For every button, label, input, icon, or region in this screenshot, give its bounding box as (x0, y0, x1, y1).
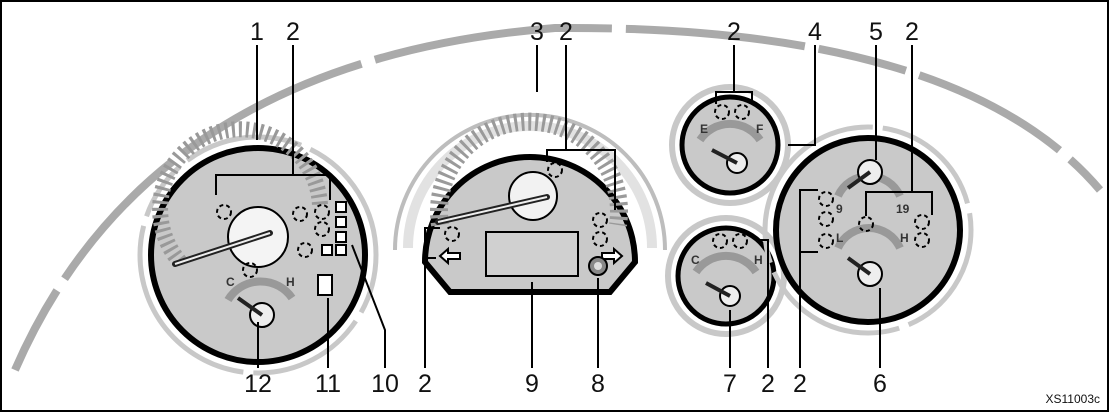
temp-gauge-hot-mark: H (286, 275, 295, 289)
leader-line-2d (865, 45, 913, 216)
leader-line-2a (215, 45, 294, 195)
fuel-gauge-scale (696, 119, 764, 143)
warning-light-marker (734, 104, 750, 120)
warning-light-marker (712, 233, 728, 249)
tachometer-cluster: C H (137, 121, 379, 376)
indicator-square (335, 231, 347, 243)
leader-line-4 (788, 45, 816, 146)
warning-light-marker (914, 214, 930, 230)
coolant-gauge-outer-trim (665, 215, 787, 337)
oil-gauge-scale (834, 224, 904, 250)
callout-label: 2 (905, 18, 919, 46)
voltmeter-needle (846, 170, 872, 190)
warning-light-marker (216, 204, 232, 220)
callout-label: 12 (244, 370, 272, 398)
leader-line-2b (546, 45, 567, 162)
leader-line-2f (756, 239, 769, 368)
indicator-square (335, 244, 347, 256)
warning-light-marker (714, 104, 730, 120)
warning-light-marker (818, 191, 834, 207)
temp-gauge-cold-mark: C (226, 275, 235, 289)
dashboard-arc (11, 23, 1104, 372)
fuel-gauge-needle (711, 148, 738, 165)
leader-line-2b-branch (566, 149, 616, 210)
turn-signal-right-icon (601, 246, 624, 266)
speedometer-hub (508, 171, 558, 221)
coolant-gauge-hot-mark: H (754, 253, 763, 267)
leader-line-2a-branch (293, 174, 331, 200)
warning-light-marker (297, 242, 313, 258)
leader-line-2d-branch (912, 191, 933, 215)
warning-light-marker (732, 233, 748, 249)
warning-light-marker (444, 226, 460, 242)
tachometer-needle-highlight (174, 232, 271, 265)
warning-light-marker (592, 231, 608, 247)
warning-light-marker (592, 212, 608, 228)
speedometer-needle-highlight (437, 196, 548, 223)
voltmeter-high-mark: 19 (896, 202, 910, 216)
voltmeter-low-mark: 9 (836, 202, 843, 216)
warning-light-marker (818, 211, 834, 227)
oil-gauge-high-mark: H (900, 231, 909, 245)
callout-label: 8 (591, 370, 605, 398)
warning-light-marker (292, 206, 308, 222)
coolant-gauge-cold-mark: C (691, 253, 700, 267)
indicator-square (335, 216, 347, 228)
callout-label: 7 (723, 370, 737, 398)
callout-label: 6 (873, 370, 887, 398)
speedometer-scale (430, 112, 628, 227)
temp-gauge-needle (236, 296, 264, 317)
fuel-gauge-full-mark: F (756, 122, 763, 136)
leader-line-2c (715, 45, 735, 104)
fuel-gauge-empty-mark: E (700, 122, 708, 136)
warning-light-marker (242, 262, 258, 278)
callout-label: 2 (727, 18, 741, 46)
fuel-gauge-bezel (679, 94, 781, 196)
oil-gauge-needle (846, 256, 872, 276)
leader-line-2g (799, 189, 818, 368)
callout-label: 4 (808, 18, 822, 46)
coolant-gauge-cluster: C H (665, 215, 787, 337)
volt-oil-outer-trim (762, 124, 974, 336)
callout-label: 2 (761, 370, 775, 398)
leader-line-2c-branch (734, 91, 753, 104)
callout-label: 3 (530, 18, 544, 46)
leader-line-2e (424, 227, 440, 368)
coolant-gauge-scale (692, 251, 760, 275)
leader-line-10 (351, 244, 386, 368)
odometer-display (485, 231, 579, 277)
coolant-gauge-needle (705, 281, 731, 298)
indicator-square (335, 201, 347, 213)
callout-label: 2 (793, 370, 807, 398)
volt-oil-cluster: 9 19 L H (762, 124, 974, 336)
callout-label: 10 (371, 370, 399, 398)
turn-signal-left-icon (438, 246, 461, 266)
warning-light-marker (914, 232, 930, 248)
indicator-square (321, 244, 333, 256)
callout-label: 2 (559, 18, 573, 46)
fuel-gauge-cluster: E F (669, 84, 791, 206)
callout-label: 11 (315, 370, 341, 398)
oil-gauge-low-mark: L (836, 231, 843, 245)
warning-light-marker (547, 162, 563, 178)
callout-label: 2 (418, 370, 432, 398)
warning-light-marker (314, 221, 330, 237)
callout-label: 1 (250, 18, 264, 46)
trip-reset-knob-center (594, 262, 602, 270)
callout-label: 5 (869, 18, 883, 46)
warning-light-marker (314, 204, 330, 220)
odometer-button (317, 274, 333, 296)
warning-light-marker (818, 233, 834, 249)
warning-light-marker (858, 216, 874, 232)
temp-gauge-scale (224, 277, 296, 303)
speedometer-cluster (393, 112, 667, 295)
figure-code: XS11003c (1046, 392, 1101, 406)
leader-lines (215, 45, 933, 368)
callout-label: 9 (525, 370, 539, 398)
callout-label: 2 (286, 18, 300, 46)
